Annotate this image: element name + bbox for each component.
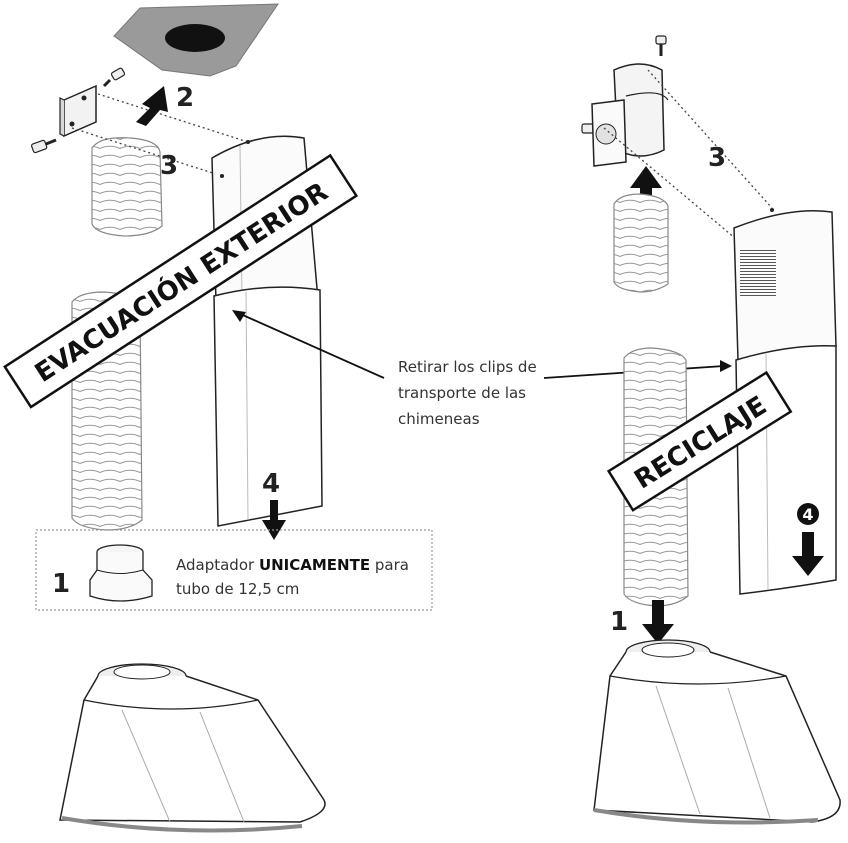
screw-icon: [102, 67, 126, 88]
flexible-duct-upper: [613, 193, 669, 293]
step-number: 2: [176, 83, 194, 113]
guide-lines: [71, 93, 249, 177]
recirculation-adaptor: [591, 63, 669, 167]
step-4-badge: 4: [797, 503, 819, 525]
left-assembly: 2 3 EVACUACIÓN EXTERIOR 4 1: [3, 3, 433, 833]
wall-bracket: [59, 84, 97, 138]
adapter-note-box: 1 Adaptador UNICAMENTE para tubo de 12,5…: [35, 529, 433, 611]
chimney-upper: [733, 208, 837, 361]
cooker-hood-left: [59, 663, 326, 833]
ceiling-plate: [113, 3, 279, 77]
step-number: 3: [708, 143, 726, 173]
arrow-up-icon: [136, 86, 168, 126]
step-number: 4: [262, 469, 280, 499]
adapter-note-line1: Adaptador UNICAMENTE para: [176, 556, 409, 574]
ceiling-hole: [165, 24, 225, 52]
screw-icon: [31, 138, 57, 154]
callout-line2: transporte de las: [398, 384, 526, 402]
adapter-note-line2: tubo de 12,5 cm: [176, 580, 299, 598]
step-number: 1: [52, 569, 70, 599]
guide-lines: [603, 69, 773, 245]
right-assembly: 3 2 RECICLAJE: [581, 35, 841, 825]
screw-icon: [655, 35, 667, 56]
reducer-adapter-icon: [89, 544, 153, 602]
arrow-down-icon: [792, 532, 824, 576]
callout-line3: chimeneas: [398, 410, 480, 428]
callout-arrow-left: [235, 311, 385, 379]
arrow-down-icon: [642, 600, 674, 644]
cooker-hood-right: [593, 639, 841, 825]
vent-grille: [740, 248, 776, 298]
chimney-lower: [213, 286, 323, 527]
step-number: 1: [610, 607, 628, 637]
flexible-duct-upper: [91, 137, 163, 237]
callout-line1: Retirar los clips de: [398, 358, 537, 376]
step-number: 4: [802, 505, 813, 524]
step-number: 3: [160, 151, 178, 181]
